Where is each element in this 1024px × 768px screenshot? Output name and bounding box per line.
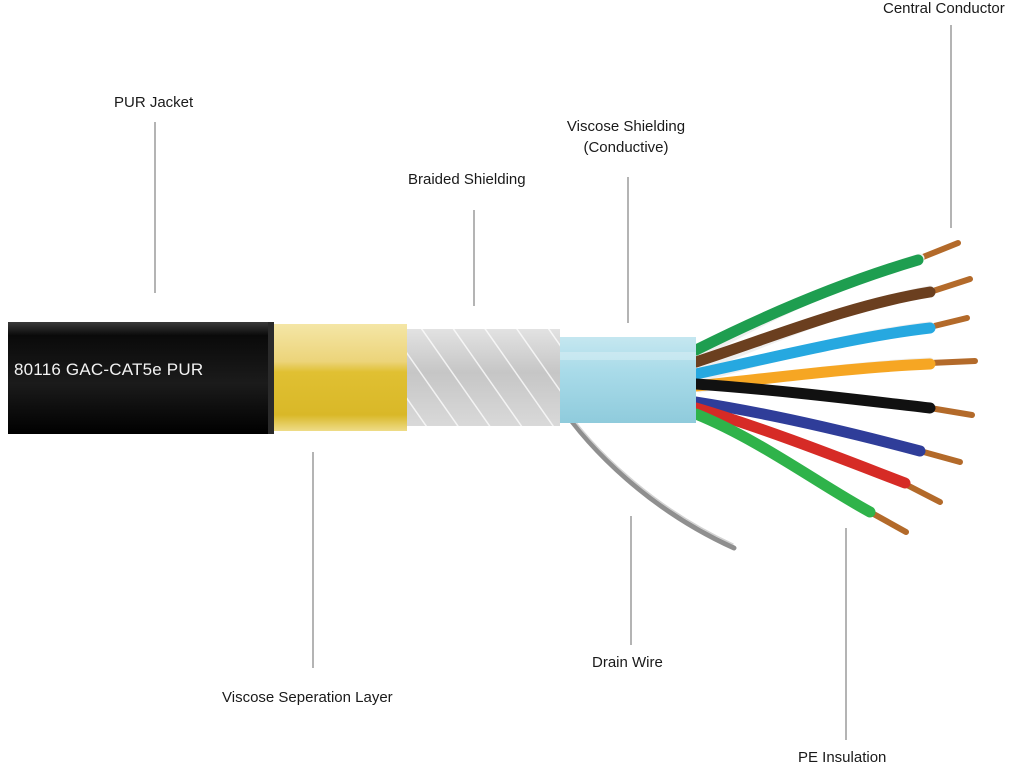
colored-wires [690,254,936,518]
wire-black [690,378,936,414]
label-central-conductor: Central Conductor [883,0,1005,17]
braided-shielding-pattern [406,329,560,426]
copper-end-1 [915,240,961,262]
pur-jacket [8,322,274,434]
wire-brown [690,286,936,368]
wire-green [690,408,876,518]
wire-blue-light [690,322,936,380]
copper-end-2 [927,276,973,295]
viscose-separation-layer [273,324,407,431]
copper-end-6 [917,448,963,465]
copper-end-3 [927,315,970,330]
label-viscose-shielding-line2: (Conductive) [583,139,669,156]
viscose-shielding-sheen [559,352,696,360]
label-viscose-separation-layer: Viscose Seperation Layer [222,689,393,706]
jacket-print: 80116 GAC-CAT5e PUR [14,360,204,379]
label-drain-wire: Drain Wire [592,654,663,671]
viscose-shielding-layer [559,337,696,423]
label-viscose-shielding-line1: Viscose Shielding [566,118,686,135]
pur-jacket-rim [268,322,274,434]
label-pur-jacket: PUR Jacket [114,94,194,111]
wire-green-striped [690,254,924,356]
copper-conductors [867,240,978,535]
wire-dark-blue [690,396,926,457]
copper-end-4 [927,358,978,366]
label-viscose-shielding: Viscose Shielding (Conductive) [560,116,692,158]
copper-end-8 [867,509,909,535]
label-pe-insulation: PE Insulation [798,749,887,766]
copper-end-5 [927,405,975,418]
label-braided-shielding: Braided Shielding [408,171,526,188]
wire-red [690,402,911,489]
copper-end-7 [902,481,943,505]
